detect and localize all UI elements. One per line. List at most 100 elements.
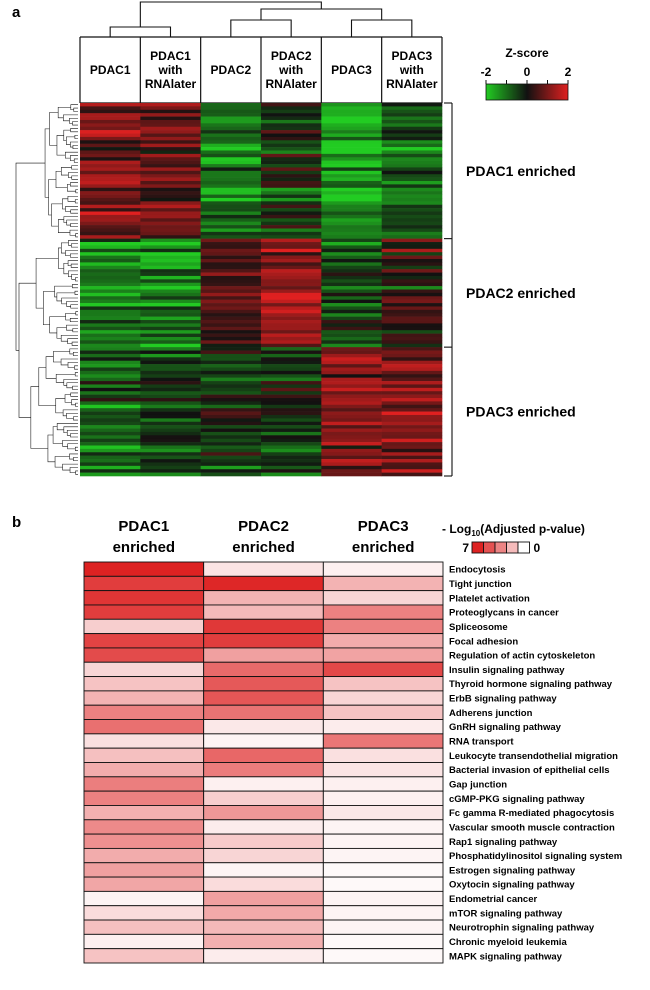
pathway-label: Vascular smooth muscle contraction xyxy=(449,822,615,833)
heat-cell xyxy=(261,221,322,226)
heat-cell xyxy=(321,103,382,107)
heat-cell xyxy=(321,448,382,453)
heat-cell xyxy=(261,130,322,134)
heat-cell xyxy=(381,370,443,375)
row-dendro-link xyxy=(72,284,78,289)
heat-cell xyxy=(140,109,201,114)
zscore-colorbar xyxy=(485,83,569,101)
heat-cell xyxy=(321,364,382,368)
heat-cell xyxy=(321,435,382,439)
column-header-2-line-0: PDAC2 xyxy=(210,63,251,77)
heat-cell xyxy=(381,143,443,148)
heat-cell xyxy=(381,357,443,362)
heat-cell xyxy=(140,184,201,189)
pathway-cell xyxy=(322,590,444,606)
heat-cell xyxy=(321,455,382,460)
heat-cell xyxy=(140,452,201,456)
heat-cell xyxy=(80,414,141,419)
heat-cell xyxy=(381,123,443,128)
heat-cell xyxy=(381,323,443,328)
heat-cell xyxy=(80,123,141,128)
heat-cell xyxy=(381,387,443,392)
heat-cell xyxy=(80,252,141,256)
row-dendro-link xyxy=(65,206,78,212)
pathway-cell xyxy=(203,719,324,735)
pathway-cell xyxy=(203,633,324,649)
pathway-cell xyxy=(83,618,205,635)
heat-cell xyxy=(381,333,443,338)
heat-cell xyxy=(80,455,141,460)
heat-cell xyxy=(200,418,262,423)
heat-cell xyxy=(200,126,262,131)
row-dendro-link xyxy=(58,219,70,233)
heat-cell xyxy=(261,228,322,233)
heat-cell xyxy=(200,143,262,148)
row-dendro-link xyxy=(65,312,76,321)
heat-cell xyxy=(80,211,141,216)
heat-cell xyxy=(261,357,322,362)
heat-cell xyxy=(321,214,382,219)
heat-cell xyxy=(321,218,382,222)
row-dendro-link xyxy=(54,285,73,298)
heat-cell xyxy=(80,106,141,111)
heat-cell xyxy=(80,245,141,250)
heat-cell xyxy=(321,262,382,267)
heat-cell xyxy=(140,381,201,385)
heat-cell xyxy=(261,126,322,131)
pathway-cell xyxy=(203,604,324,620)
heat-cell xyxy=(381,194,443,199)
heat-cell xyxy=(200,333,262,338)
heat-cell xyxy=(261,381,322,385)
row-dendro-link xyxy=(70,182,78,187)
heat-cell xyxy=(140,167,201,172)
heat-cell xyxy=(80,157,141,161)
heat-cell xyxy=(80,150,141,155)
row-dendro-link xyxy=(70,433,78,438)
heat-cell xyxy=(80,448,141,453)
pathway-cell xyxy=(322,561,444,577)
heat-cell xyxy=(261,435,322,439)
heat-cell xyxy=(381,245,443,250)
pathway-cell xyxy=(322,776,444,792)
enrichment-header-2-line-1: enriched xyxy=(352,539,415,556)
heat-cell xyxy=(80,153,141,158)
heat-cell xyxy=(200,258,262,263)
heat-cell xyxy=(321,282,382,287)
heat-cell xyxy=(140,408,201,412)
heat-cell xyxy=(140,323,201,328)
heat-cell xyxy=(80,255,141,260)
heat-cell xyxy=(321,360,382,365)
heat-cell xyxy=(381,353,443,358)
heat-cell xyxy=(381,442,443,446)
row-dendro-link xyxy=(72,385,78,390)
heat-cell xyxy=(80,394,141,399)
heat-cell xyxy=(261,214,322,219)
row-dendro-link xyxy=(74,372,78,377)
heat-cell xyxy=(321,275,382,280)
heat-cell xyxy=(200,316,262,321)
heat-cell xyxy=(261,367,322,372)
row-dendro-link xyxy=(74,290,78,295)
heat-cell xyxy=(200,323,262,328)
heat-cell xyxy=(261,255,322,260)
heat-cell xyxy=(200,320,262,324)
heat-cell xyxy=(261,472,322,477)
heat-cell xyxy=(381,360,443,365)
heat-cell xyxy=(381,191,443,195)
heat-cell xyxy=(80,364,141,368)
heat-cell xyxy=(381,109,443,114)
row-dendro-link xyxy=(73,351,78,356)
heat-cell xyxy=(200,123,262,128)
heat-cell xyxy=(261,106,322,111)
row-dendro-link xyxy=(63,114,78,122)
heat-cell xyxy=(200,374,262,378)
heat-cell xyxy=(261,184,322,189)
heat-cell xyxy=(261,425,322,429)
heat-cell xyxy=(140,143,201,148)
pathway-cell xyxy=(83,905,205,921)
heat-cell xyxy=(140,140,201,144)
heat-cell xyxy=(80,306,141,311)
heat-cell xyxy=(200,248,262,253)
heat-cell xyxy=(200,465,262,470)
heat-cell xyxy=(261,194,322,199)
